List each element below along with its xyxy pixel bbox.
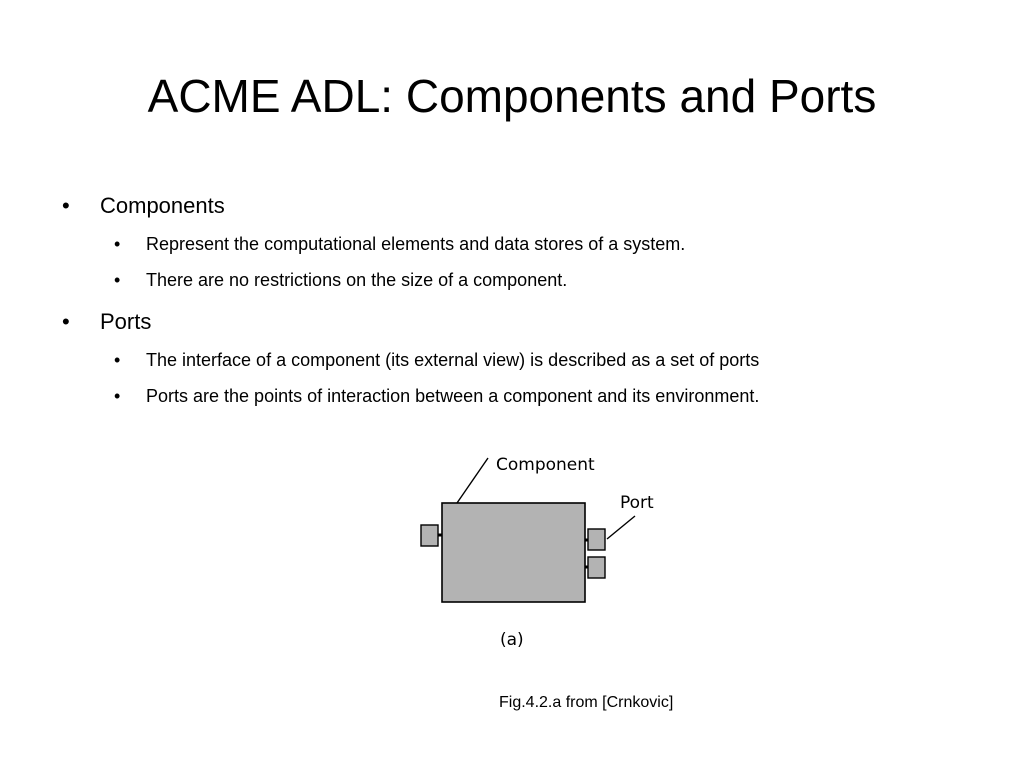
bullet-components: Components [100,193,225,218]
bullet-dot: • [62,309,70,334]
port-right-top [587,528,606,551]
sub-bullet-dot: • [114,386,121,406]
figure-caption: Fig.4.2.a from [Crnkovic] [499,694,674,711]
component-label: Component [496,455,595,475]
component-port-diagram: Component Port (a) [400,440,700,670]
slide-title: ACME ADL: Components and Ports [147,70,877,122]
port-label: Port [620,493,654,513]
component-box [441,502,586,603]
component-leader-line [456,457,489,504]
sub-bullet-ports-2: Ports are the points of interaction betw… [146,386,760,406]
diagram-sublabel: (a) [500,630,524,650]
port-left [420,524,439,547]
bullet-dot: • [62,193,70,218]
sub-bullet-components-2: There are no restrictions on the size of… [146,270,568,290]
sub-bullet-dot: • [114,350,121,370]
sub-bullet-dot: • [114,270,121,290]
sub-bullet-ports-1: The interface of a component (its extern… [146,350,760,370]
port-right-bottom [587,556,606,579]
sub-bullet-components-1: Represent the computational elements and… [146,234,686,254]
bullet-ports: Ports [100,309,152,334]
port-leader-line [606,515,636,540]
sub-bullet-dot: • [114,234,121,254]
